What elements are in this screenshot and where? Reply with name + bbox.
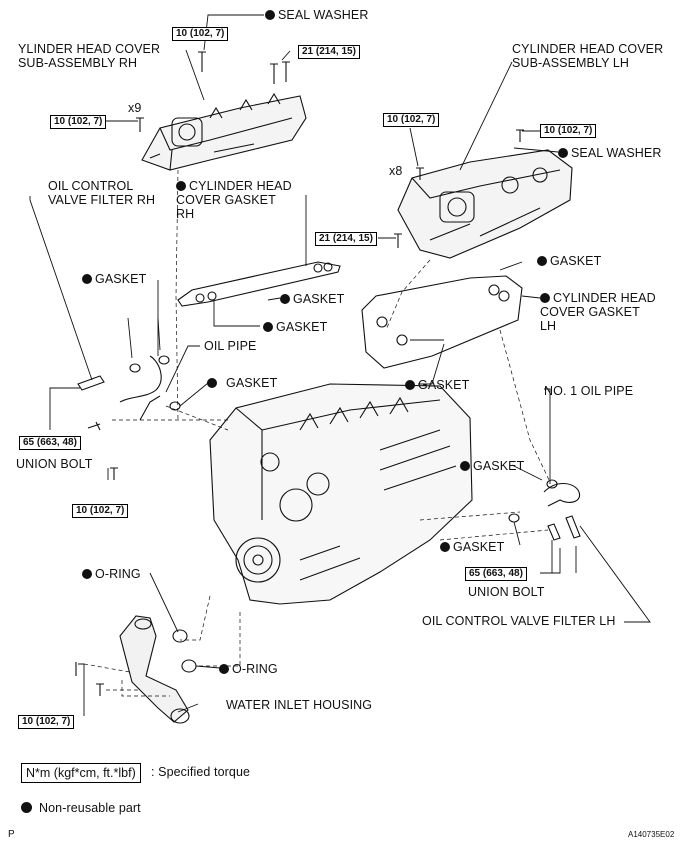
gasket-label-2: GASKET: [280, 292, 344, 306]
no1-oil-pipe-label: NO. 1 OIL PIPE: [544, 384, 634, 398]
torque-spec-box: 10 (102, 7): [172, 27, 229, 41]
non-reusable-dot-icon: [82, 274, 92, 284]
oil-pipe-rh-drawing: [119, 355, 162, 421]
non-reusable-dot-icon: [537, 256, 547, 266]
non-reusable-dot-icon: [176, 181, 186, 191]
non-reusable-dot-icon: [219, 664, 229, 674]
oil-pipe-label: OIL PIPE: [204, 339, 257, 353]
non-reusable-dot-icon: [280, 294, 290, 304]
o-ring-lower: [181, 659, 197, 673]
non-reusable-dot-icon: [558, 148, 568, 158]
head-cover-gasket-rh-label: CYLINDER HEAD COVER GASKET RH: [176, 179, 292, 221]
torque-spec-box: 10 (102, 7): [18, 715, 75, 729]
legend-nonreusable: Non-reusable part: [21, 801, 141, 815]
non-reusable-dot-icon: [263, 322, 273, 332]
qty-x8-label: x8: [389, 164, 403, 178]
gasket-label-3: GASKET: [263, 320, 327, 334]
non-reusable-dot-icon: [540, 293, 550, 303]
o-ring-label-2: O-RING: [219, 662, 278, 676]
seal-washer-rh-label: SEAL WASHER: [265, 8, 368, 22]
gasket-label-4: GASKET: [537, 254, 601, 268]
qty-x9-label: x9: [128, 101, 142, 115]
torque-spec-box: 10 (102, 7): [383, 113, 440, 127]
gasket-label-8: GASKET: [440, 540, 504, 554]
water-inlet-housing-drawing: [119, 615, 190, 724]
figure-code: A140735E02: [628, 830, 675, 839]
engine-block-drawing: [209, 383, 473, 605]
head-cover-gasket-lh-drawing: [361, 275, 523, 369]
torque-spec-box: 10 (102, 7): [72, 504, 129, 518]
water-inlet-housing-label: WATER INLET HOUSING: [226, 698, 373, 712]
legend-torque-desc: : Specified torque: [151, 765, 251, 779]
non-reusable-dot-icon: [460, 461, 470, 471]
non-reusable-dot-icon: [405, 380, 415, 390]
torque-spec-box: 10 (102, 7): [540, 124, 597, 138]
union-bolt-lh-label: UNION BOLT: [468, 585, 545, 599]
gasket-label-6: GASKET: [207, 376, 277, 390]
ocv-filter-rh-drawing: [77, 375, 105, 391]
no1-oil-pipe-drawing: [543, 482, 580, 507]
torque-spec-box: 21 (214, 15): [298, 45, 360, 59]
non-reusable-dot-icon: [21, 802, 32, 813]
head-cover-gasket-rh-drawing: [177, 261, 341, 307]
torque-spec-box: 65 (663, 48): [19, 436, 81, 450]
footer-left-mark: P: [8, 829, 15, 840]
o-ring-upper: [172, 629, 188, 643]
head-cover-gasket-lh-label: CYLINDER HEAD COVER GASKET LH: [540, 291, 656, 333]
non-reusable-dot-icon: [440, 542, 450, 552]
torque-spec-box: 65 (663, 48): [465, 567, 527, 581]
head-cover-lh-label: CYLINDER HEAD COVER SUB-ASSEMBLY LH: [512, 42, 664, 70]
non-reusable-dot-icon: [82, 569, 92, 579]
head-cover-rh-label: YLINDER HEAD COVER SUB-ASSEMBLY RH: [18, 42, 161, 70]
o-ring-label-1: O-RING: [82, 567, 141, 581]
legend-torque-box: N*m (kgf*cm, ft.*lbf): [21, 763, 141, 783]
torque-spec-box: 21 (214, 15): [315, 232, 377, 246]
gasket-label-1: GASKET: [82, 272, 146, 286]
cylinder-head-cover-rh-drawing: [141, 92, 307, 171]
seal-washer-lh-label: SEAL WASHER: [558, 146, 661, 160]
union-bolt-rh-label: UNION BOLT: [16, 457, 93, 471]
torque-spec-box: 10 (102, 7): [50, 115, 107, 129]
gasket-label-7: GASKET: [460, 459, 524, 473]
non-reusable-dot-icon: [207, 378, 217, 388]
non-reusable-dot-icon: [265, 10, 275, 20]
gasket-label-5: GASKET: [405, 378, 469, 392]
ocv-filter-lh-label: OIL CONTROL VALVE FILTER LH: [422, 614, 616, 628]
cylinder-head-cover-lh-drawing: [397, 149, 573, 259]
ocv-filter-rh-label: OIL CONTROL VALVE FILTER RH: [48, 179, 156, 207]
